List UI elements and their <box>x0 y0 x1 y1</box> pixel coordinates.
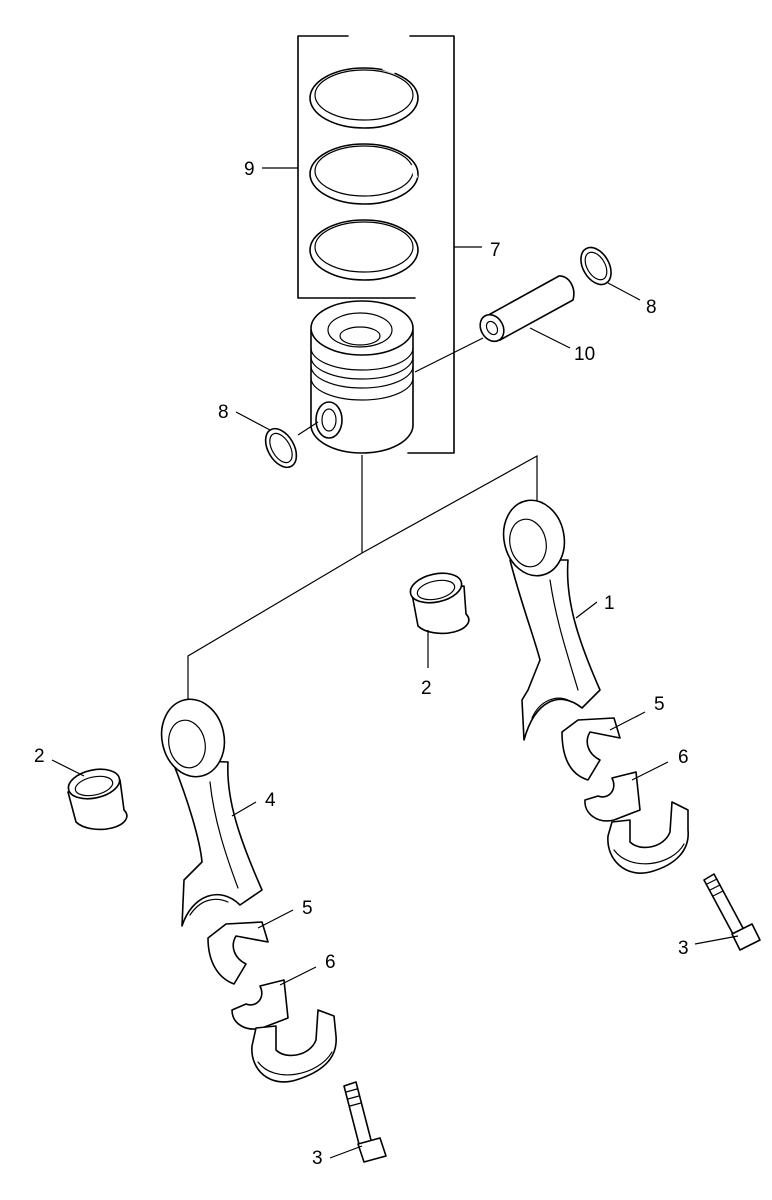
callout-bolt-right: 3 <box>678 938 689 959</box>
callout-bearing-lower-left: 6 <box>325 952 336 973</box>
bushing-center <box>409 572 470 668</box>
piston-ring-bracket <box>262 35 482 454</box>
callout-bearing-lower-right: 6 <box>678 747 689 768</box>
piston-ring-middle <box>309 143 419 205</box>
bearing-upper-left <box>207 909 294 985</box>
callout-bolt-left: 3 <box>312 1148 323 1169</box>
piston-pin <box>414 275 575 373</box>
callout-labels: 9 7 8 10 8 1 2 5 6 2 4 5 6 3 3 <box>34 159 689 1169</box>
bearing-lower-right <box>584 761 669 822</box>
callout-rod-right: 1 <box>604 593 615 614</box>
callout-piston-assembly: 7 <box>490 240 501 261</box>
circlip-left <box>235 411 319 469</box>
callout-bushing-left: 2 <box>34 746 45 767</box>
callout-bushing-center: 2 <box>421 678 432 699</box>
assembly-tree-lines <box>187 454 538 700</box>
bolt-left <box>329 1081 387 1163</box>
piston <box>310 300 414 454</box>
bearing-upper-right <box>561 711 646 781</box>
bushing-left <box>51 759 128 831</box>
bolt-right <box>694 873 761 951</box>
callout-bearing-upper-left: 5 <box>302 898 313 919</box>
piston-ring-top <box>309 66 419 129</box>
connecting-rod-right <box>502 499 601 741</box>
connecting-rod-left <box>160 698 263 927</box>
rod-cap-right <box>607 801 689 874</box>
callout-circlip-right: 8 <box>646 297 657 318</box>
rod-cap-left <box>251 1009 337 1083</box>
callout-piston-pin: 10 <box>574 344 595 365</box>
callout-circlip-left: 8 <box>218 402 229 423</box>
callout-rod-left: 4 <box>265 790 276 811</box>
callout-piston-rings: 9 <box>244 159 255 180</box>
circlip-right <box>580 246 641 301</box>
bearing-lower-left <box>231 966 317 1030</box>
callout-bearing-upper-right: 5 <box>654 694 665 715</box>
piston-ring-bottom <box>309 219 419 281</box>
